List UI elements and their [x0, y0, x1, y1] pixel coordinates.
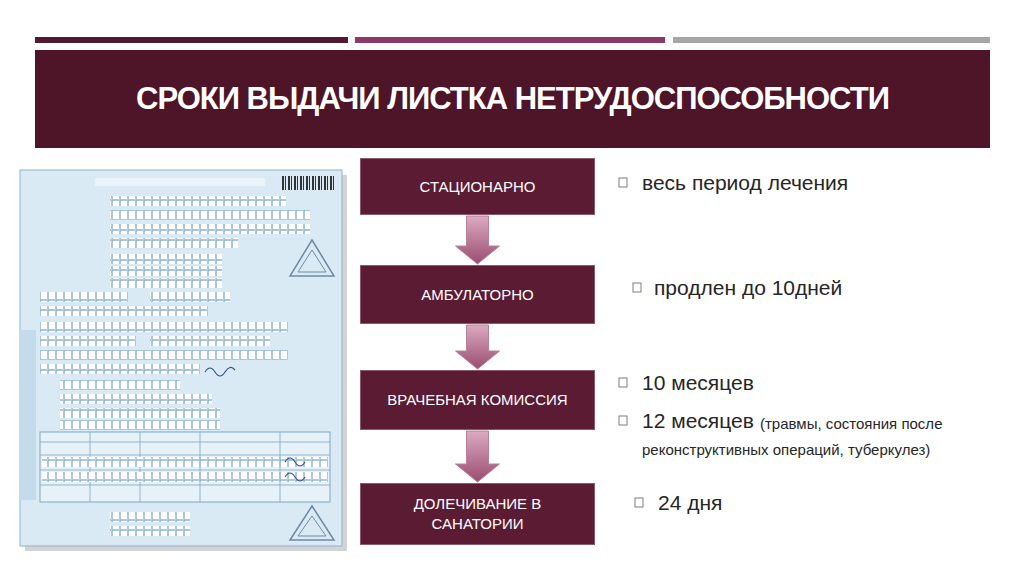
- signature: [285, 458, 305, 481]
- top-bar: [35, 37, 348, 43]
- period-note: весь период лечения: [642, 170, 848, 196]
- period-note: 12 месяцев: [642, 408, 754, 434]
- form-cells: [110, 254, 222, 264]
- stage-box: СТАЦИОНАРНО: [360, 158, 595, 215]
- form-strip: [20, 330, 36, 500]
- form-cells: [110, 512, 190, 522]
- form-cells: [60, 408, 220, 418]
- form-cells: [40, 322, 288, 332]
- bullet-square: [619, 178, 627, 187]
- title-band: [35, 50, 990, 148]
- form-cells: [150, 292, 230, 302]
- stage-box: ДОЛЕЧИВАНИЕ В САНАТОРИИ: [360, 483, 595, 545]
- form-cells: [60, 394, 212, 404]
- form-logo: [290, 240, 334, 276]
- box-label: ДОЛЕЧИВАНИЕ В САНАТОРИИ: [373, 494, 582, 534]
- form-cells: [150, 336, 270, 346]
- form-cells: [40, 306, 208, 316]
- form-header: [95, 178, 265, 186]
- form-cells: [110, 526, 190, 536]
- period-note: (травмы, состояния после реконструктивны…: [642, 411, 1002, 463]
- form-logo: [290, 506, 334, 540]
- box-label: ВРАЧЕБНАЯ КОМИССИЯ: [387, 390, 567, 410]
- bullet-square: [635, 498, 643, 507]
- slide-title: СРОКИ ВЫДАЧИ ЛИСТКА НЕТРУДОСПОСОБНОСТИ: [35, 50, 990, 148]
- barcode: [280, 176, 335, 190]
- top-bar: [673, 37, 990, 43]
- block-arrow: [456, 216, 500, 264]
- form-cells: [110, 196, 286, 206]
- form-cells: [40, 292, 128, 302]
- form-table-lines: [40, 432, 330, 502]
- stage-box: ВРАЧЕБНАЯ КОМИССИЯ: [360, 370, 595, 430]
- stage-box: АМБУЛАТОРНО: [360, 265, 595, 324]
- form-cells: [110, 278, 222, 288]
- bullet-square: [633, 283, 641, 292]
- form-cells: [40, 336, 136, 346]
- box-label: АМБУЛАТОРНО: [421, 285, 533, 305]
- form-logo: [298, 250, 326, 272]
- form-cells: [110, 210, 310, 220]
- signature: [205, 367, 235, 376]
- form-logo: [298, 516, 326, 536]
- form-cells: [60, 420, 220, 430]
- sick-leave-form: [20, 170, 342, 546]
- block-arrow: [456, 325, 500, 369]
- block-arrow: [456, 431, 500, 482]
- form-cells: [40, 350, 288, 360]
- bullet-square: [619, 378, 627, 387]
- form-cells: [60, 380, 180, 390]
- box-label: СТАЦИОНАРНО: [420, 177, 536, 197]
- bullet-square: [619, 416, 627, 425]
- period-note: 10 месяцев: [642, 370, 754, 396]
- form-table: [40, 432, 330, 502]
- top-bar: [355, 37, 665, 43]
- form-cells: [110, 266, 222, 276]
- period-note: 24 дня: [658, 490, 722, 516]
- form-cells: [40, 364, 200, 374]
- form-cells: [110, 238, 238, 248]
- period-note: продлен до 10дней: [654, 275, 842, 301]
- form-cells: [110, 224, 310, 234]
